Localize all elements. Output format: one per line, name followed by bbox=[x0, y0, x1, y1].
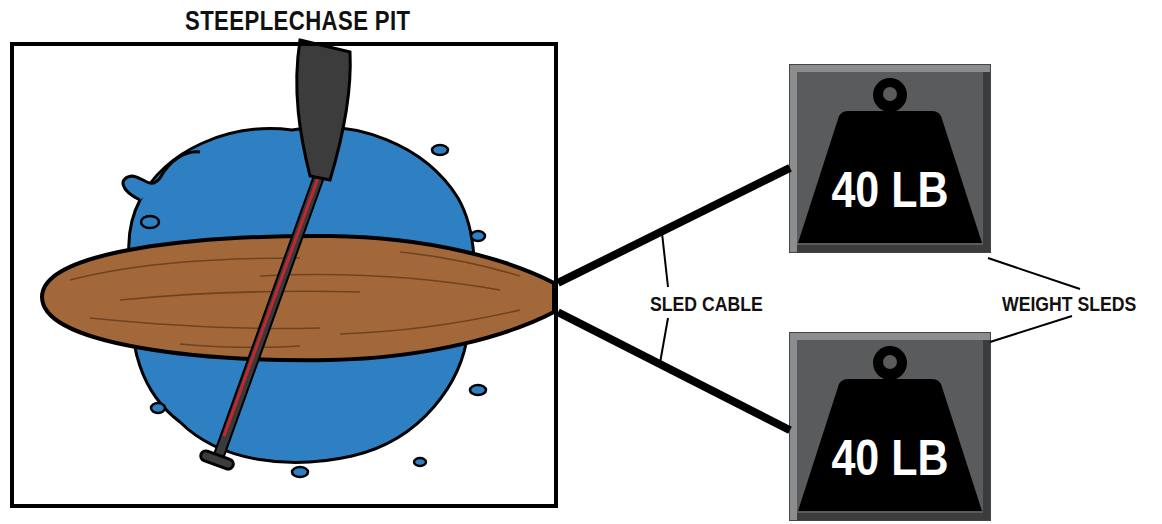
callout-label: SLED CABLE bbox=[650, 292, 763, 316]
paddle-shaft bbox=[218, 168, 322, 458]
leader-line bbox=[990, 316, 1072, 342]
weight-body bbox=[798, 379, 982, 511]
wood-grain bbox=[70, 252, 520, 347]
paddle-grip bbox=[199, 449, 234, 470]
weight-ring-hole bbox=[883, 87, 897, 101]
weight-sled: 40 LB bbox=[790, 333, 990, 520]
paddle-shaft bbox=[218, 168, 322, 458]
callout-label: WEIGHT SLEDS bbox=[1002, 292, 1136, 316]
leader-line bbox=[662, 233, 668, 287]
sled-cable bbox=[558, 168, 790, 283]
weight-ring bbox=[873, 78, 907, 112]
water-droplet bbox=[470, 385, 486, 395]
leader-line bbox=[660, 318, 668, 363]
weight-label: 40 LB bbox=[804, 429, 976, 487]
weight-icon bbox=[790, 65, 990, 252]
weight-ring-hole bbox=[883, 355, 897, 369]
water-splash-wave bbox=[123, 152, 200, 200]
water-droplet bbox=[414, 458, 426, 466]
weight-label: 40 LB bbox=[804, 161, 976, 219]
pit-box: STEEPLECHASE PIT bbox=[10, 42, 558, 508]
water-droplet bbox=[432, 145, 448, 155]
weight-icon bbox=[790, 333, 990, 520]
water-droplet bbox=[141, 216, 159, 228]
weight-ring bbox=[873, 346, 907, 380]
paddle-blade bbox=[297, 40, 351, 180]
water-droplet bbox=[471, 231, 485, 241]
weight-sled: 40 LB bbox=[790, 65, 990, 252]
weight-body bbox=[798, 111, 982, 243]
water-droplet bbox=[292, 467, 308, 477]
leader-line bbox=[988, 258, 1080, 289]
water-droplet bbox=[151, 403, 165, 413]
sled-cable bbox=[558, 312, 790, 430]
paddle-stripe bbox=[224, 178, 318, 436]
paddle-board bbox=[42, 236, 554, 360]
pit-title: STEEPLECHASE PIT bbox=[185, 6, 411, 37]
